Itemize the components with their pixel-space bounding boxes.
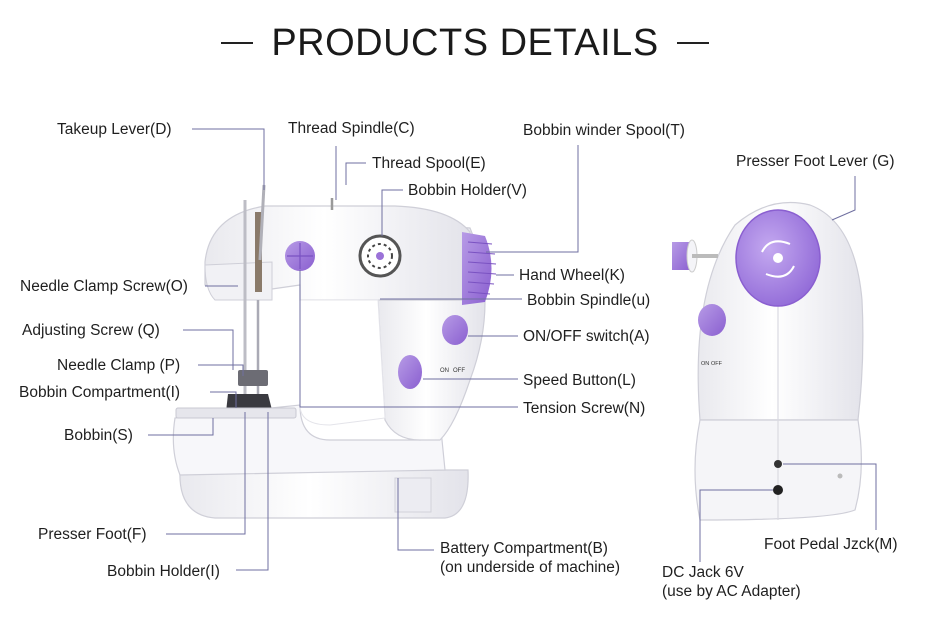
label-foot-pedal-jack: Foot Pedal Jzck(M) — [764, 536, 898, 553]
label-presser-foot-lever: Presser Foot Lever (G) — [736, 153, 895, 170]
leader-bobbin-compartment — [210, 391, 237, 408]
leader-tension-screw — [299, 270, 518, 408]
needle-clamp-part — [238, 370, 268, 386]
label-takeup-lever: Takeup Lever(D) — [57, 121, 172, 138]
label-dc-jack-title: DC Jack 6V — [662, 564, 744, 581]
label-on-off-switch: ON/OFF switch(A) — [523, 328, 650, 345]
speed-button-part — [398, 355, 422, 389]
page-title: PRODUCTS DETAILS — [271, 21, 659, 64]
label-thread-spool: Thread Spool(E) — [372, 155, 486, 172]
label-dc-jack-note: (use by AC Adapter) — [662, 583, 801, 600]
label-bobbin-winder-spool: Bobbin winder Spool(T) — [523, 122, 685, 139]
foot-pedal-jack-part — [774, 460, 782, 468]
label-battery-compartment-note: (on underside of machine) — [440, 559, 621, 576]
title-dash-left — [221, 42, 254, 44]
label-thread-spindle: Thread Spindle(C) — [288, 120, 415, 137]
leader-presser-foot-lever — [831, 176, 856, 221]
label-adjusting-screw: Adjusting Screw (Q) — [22, 322, 160, 339]
leader-adjusting-screw — [183, 329, 234, 370]
takeup-lever-slot — [255, 212, 262, 292]
leader-bobbin-holder-v — [381, 189, 403, 236]
header: PRODUCTS DETAILS — [0, 18, 930, 68]
title-dash-right — [676, 42, 709, 44]
leader-takeup-lever — [192, 128, 265, 190]
leader-presser-foot — [166, 412, 246, 535]
leader-battery — [397, 478, 434, 551]
label-hand-wheel: Hand Wheel(K) — [519, 267, 625, 284]
label-bobbin-compartment: Bobbin Compartment(I) — [19, 384, 181, 401]
label-bobbin-holder-i: Bobbin Holder(I) — [107, 563, 220, 580]
leader-thread-spool — [345, 162, 366, 185]
takeup-lever — [258, 184, 266, 261]
side-switch — [698, 304, 726, 336]
side-switch-mark-off: OFF — [711, 361, 723, 367]
hand-wheel-part — [462, 232, 492, 305]
label-bobbin-holder-v: Bobbin Holder(V) — [408, 182, 527, 199]
label-presser-foot: Presser Foot(F) — [38, 526, 147, 543]
label-battery-compartment: Battery Compartment(B) (on underside of … — [440, 539, 620, 577]
switch-mark-on: ON — [440, 368, 449, 374]
dc-jack-part — [773, 485, 783, 495]
leader-foot-pedal — [783, 463, 877, 530]
label-needle-clamp: Needle Clamp (P) — [57, 357, 181, 374]
label-bobbin-spindle: Bobbin Spindle(u) — [527, 292, 651, 309]
leader-dc-jack — [699, 489, 773, 562]
leader-lines — [148, 128, 877, 571]
needle-plate — [175, 407, 297, 419]
leader-bobbin-winder — [486, 145, 579, 253]
switch-mark-off: OFF — [453, 368, 465, 374]
side-switch-mark-on: ON — [701, 361, 709, 367]
label-speed-button: Speed Button(L) — [523, 372, 636, 389]
label-dc-jack: DC Jack 6V (use by AC Adapter) — [662, 563, 801, 601]
machine-front-view: ON OFF — [172, 184, 497, 519]
leader-bobbin — [148, 418, 214, 436]
label-bobbin: Bobbin(S) — [64, 427, 133, 444]
on-off-switch-part — [442, 315, 468, 345]
label-needle-clamp-screw: Needle Clamp Screw(O) — [20, 278, 188, 295]
machine-side-view: ON OFF — [672, 201, 864, 521]
leader-bobbin-holder-i — [236, 412, 269, 571]
label-tension-screw: Tension Screw(N) — [523, 400, 646, 417]
battery-cover — [394, 477, 432, 513]
label-battery-compartment-title: Battery Compartment(B) — [440, 540, 608, 557]
machine-throat — [299, 299, 386, 426]
leader-needle-clamp — [198, 364, 244, 376]
